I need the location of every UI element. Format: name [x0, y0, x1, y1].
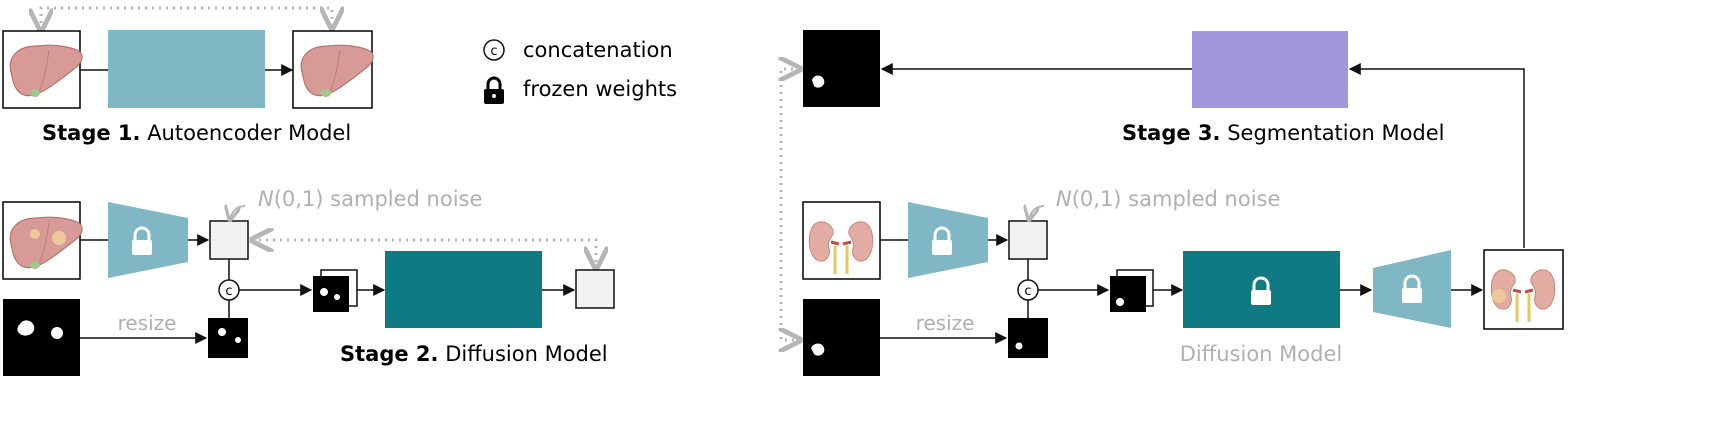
stage3-diffusion-shape — [1183, 251, 1340, 328]
lock-legend-icon — [484, 76, 504, 104]
stage2-resize-label: resize — [118, 311, 177, 335]
stage2-target-box — [575, 269, 615, 309]
stage2-latent-box — [209, 220, 249, 260]
stage3-resize-label: resize — [916, 311, 975, 335]
svg-text:c: c — [225, 284, 232, 299]
stage2-title: Stage 2. Diffusion Model — [340, 342, 608, 366]
stage2-input-mask — [3, 299, 80, 376]
stage3-resized-mask — [1008, 318, 1048, 358]
stage1-title-rest: Autoencoder Model — [141, 121, 352, 145]
stage3-noise-label: N(0,1) sampled noise — [1056, 187, 1280, 211]
stage3-title: Stage 3. Segmentation Model — [1122, 121, 1445, 145]
stage3-predicted-mask — [803, 30, 880, 107]
stage2-noise-label: N(0,1) sampled noise — [258, 187, 482, 211]
stage2-diffusion-shape — [385, 251, 542, 328]
stage3-mask-link — [781, 69, 800, 340]
stage3-latent-box — [1008, 220, 1048, 260]
stage3-diffusion-label: Diffusion Model — [1180, 342, 1342, 366]
concat-legend-symbol: c — [490, 44, 497, 59]
stage2-concat-map — [313, 276, 349, 312]
stage1-reconstruction-link — [41, 8, 332, 30]
stage2-resized-mask — [208, 318, 248, 358]
stage2-denoise-target-link — [252, 240, 596, 268]
stage3-concat-map — [1110, 276, 1146, 312]
stage3-input-mask — [803, 299, 880, 376]
svg-text:c: c — [1024, 284, 1031, 299]
concat-legend-icon — [483, 39, 505, 61]
stage1-title-bold: Stage 1. — [42, 121, 141, 145]
concat-legend-label: concatenation — [523, 38, 673, 62]
segmentation-shape — [1192, 31, 1348, 108]
stage1-title: Stage 1. Autoencoder Model — [42, 121, 351, 145]
frozen-legend-label: frozen weights — [523, 77, 677, 101]
